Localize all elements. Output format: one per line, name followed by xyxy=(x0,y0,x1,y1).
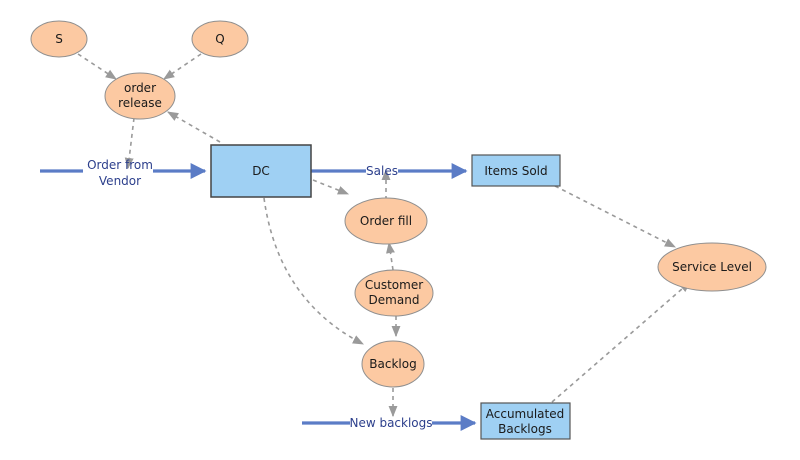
flow-order-from-vendor: Order from Vendor xyxy=(40,158,207,188)
link-q-to-order-release xyxy=(163,53,202,80)
aux-order-release[interactable]: order release xyxy=(104,72,176,120)
link-dc-to-backlog xyxy=(263,197,364,345)
aux-backlog-label: Backlog xyxy=(369,357,416,371)
flow-label-order-from-vendor-line2: Vendor xyxy=(99,174,141,188)
link-s-to-order-release xyxy=(77,53,117,80)
stock-accumulated-backlogs-label-line2: Backlogs xyxy=(498,422,552,436)
aux-customer-demand[interactable]: Customer Demand xyxy=(354,269,434,317)
stock-accumulated-backlogs[interactable]: Accumulated Backlogs xyxy=(480,402,571,440)
flow-label-new-backlogs: New backlogs xyxy=(349,416,432,430)
link-dc-to-order-release xyxy=(167,111,221,143)
aux-customer-demand-label-line2: Demand xyxy=(369,293,420,307)
flow-label-order-from-vendor-line1: Order from xyxy=(87,158,153,172)
aux-customer-demand-label-line1: Customer xyxy=(365,278,423,292)
flow-sales: Sales xyxy=(311,163,468,179)
link-dc-to-order-fill xyxy=(312,179,350,195)
flow-label-sales: Sales xyxy=(366,164,398,178)
stock-accumulated-backlogs-label-line1: Accumulated xyxy=(486,407,565,421)
flow-new-backlogs: New backlogs xyxy=(302,415,477,431)
aux-service-level[interactable]: Service Level xyxy=(657,242,767,292)
link-items-sold-to-service-level xyxy=(554,185,676,248)
link-order-release-to-order-flow xyxy=(124,117,135,170)
stock-dc-label: DC xyxy=(252,164,270,178)
link-customer-demand-to-order-fill xyxy=(386,241,395,271)
aux-s[interactable]: S xyxy=(30,20,88,58)
stock-items-sold[interactable]: Items Sold xyxy=(471,154,561,187)
link-accumulated-backlogs-to-service-level xyxy=(551,281,691,403)
aux-q-label: Q xyxy=(215,32,224,46)
aux-order-fill[interactable]: Order fill xyxy=(344,197,428,245)
stock-dc[interactable]: DC xyxy=(210,144,312,198)
aux-s-label: S xyxy=(55,32,63,46)
aux-order-release-label-line1: order xyxy=(124,81,156,95)
aux-backlog[interactable]: Backlog xyxy=(361,340,425,388)
aux-order-release-label-line2: release xyxy=(118,96,162,110)
aux-q[interactable]: Q xyxy=(191,20,249,58)
stock-items-sold-label: Items Sold xyxy=(484,164,547,178)
aux-order-fill-label: Order fill xyxy=(360,214,412,228)
aux-service-level-label: Service Level xyxy=(672,260,752,274)
